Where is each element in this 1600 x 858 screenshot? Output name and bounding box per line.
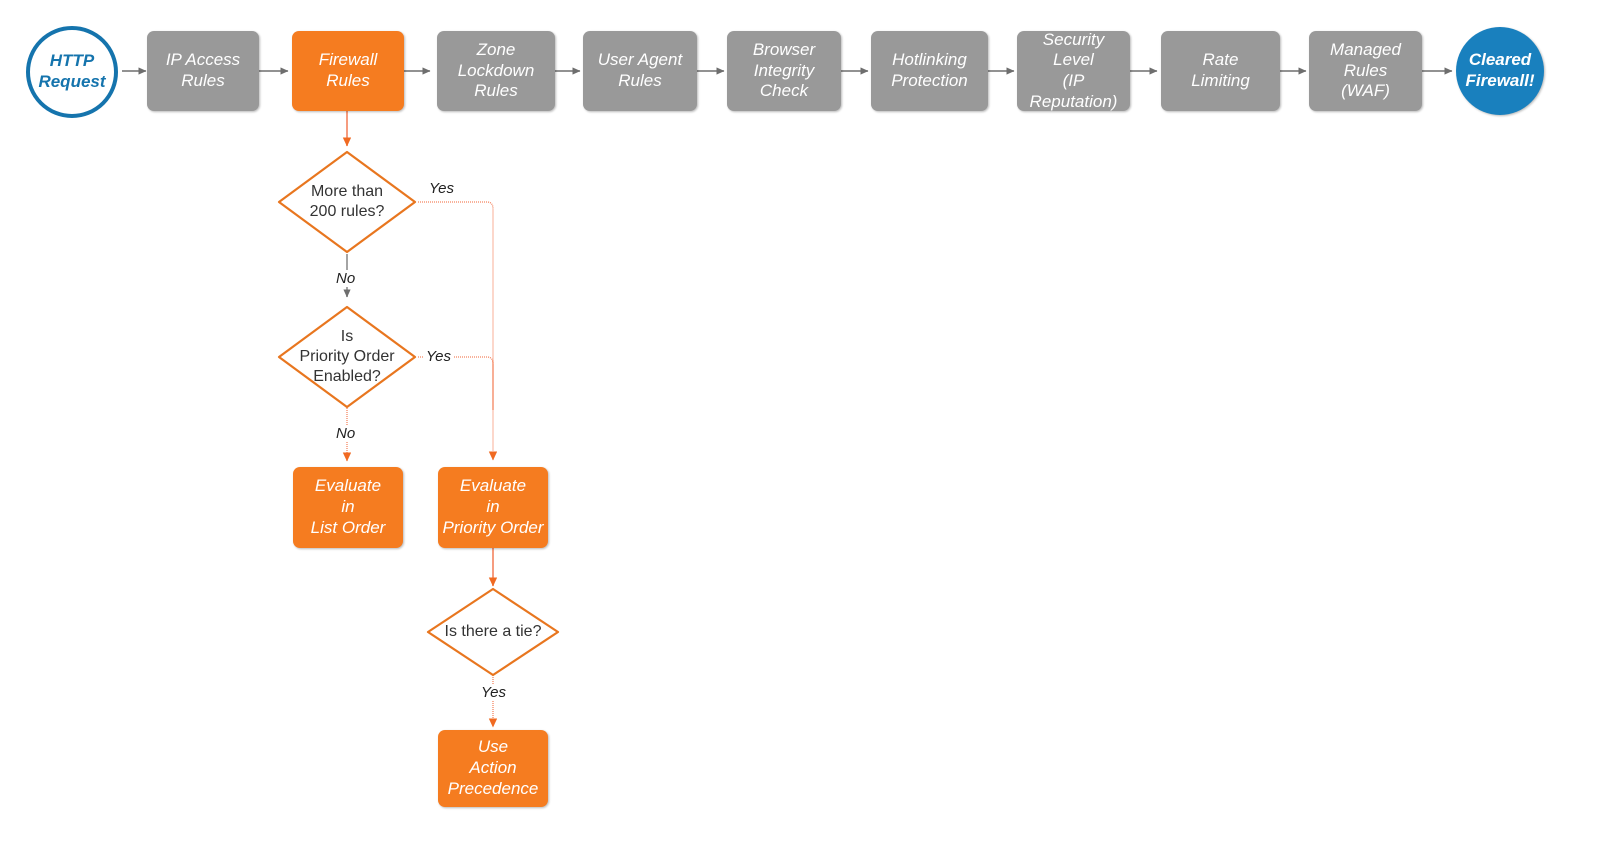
node-label: IP Access Rules: [165, 50, 241, 90]
node-label: Evaluate in Priority Order: [442, 476, 544, 537]
decision-label: Is Priority Order Enabled?: [299, 328, 395, 385]
diamond-shape: [277, 150, 417, 254]
node-cleared-firewall[interactable]: Cleared Firewall!: [1456, 27, 1544, 115]
edge-label-yes-priority-order: Yes: [424, 348, 454, 365]
node-label: Zone Lockdown Rules: [457, 39, 535, 101]
node-evaluate-priority-order[interactable]: Evaluate in Priority Order: [438, 467, 548, 548]
edge-200rules-yes: [418, 201, 498, 461]
node-security-level[interactable]: Security Level (IP Reputation): [1017, 29, 1130, 111]
node-label: Browser Integrity Check: [752, 39, 816, 101]
decision-is-there-a-tie[interactable]: Is there a tie?: [426, 587, 560, 677]
node-ip-access-rules[interactable]: IP Access Rules: [147, 31, 259, 111]
decision-label: More than 200 rules?: [309, 183, 385, 220]
node-firewall-rules[interactable]: Firewall Rules: [292, 31, 404, 111]
node-use-action-precedence[interactable]: Use Action Precedence: [438, 730, 548, 807]
node-label: User Agent Rules: [597, 50, 683, 90]
edge-label-yes-more-than-200: Yes: [427, 180, 457, 197]
node-label: HTTP Request: [38, 51, 106, 91]
node-label: Security Level (IP Reputation): [1029, 29, 1118, 111]
diamond-shape: [426, 587, 560, 677]
edge-label-yes-is-there-a-tie: Yes: [479, 684, 509, 701]
node-managed-rules-waf[interactable]: Managed Rules (WAF): [1309, 31, 1422, 111]
node-label: Evaluate in List Order: [310, 476, 386, 537]
decision-label: Is there a tie?: [444, 623, 542, 641]
decision-more-than-200-rules[interactable]: More than 200 rules?: [277, 150, 417, 254]
edge-label-no-more-than-200: No: [334, 270, 358, 287]
node-label: Cleared Firewall!: [1465, 50, 1535, 90]
node-hotlinking-protection[interactable]: Hotlinking Protection: [871, 31, 988, 111]
node-browser-integrity-check[interactable]: Browser Integrity Check: [727, 31, 841, 111]
node-rate-limiting[interactable]: Rate Limiting: [1161, 31, 1280, 111]
node-label: Hotlinking Protection: [891, 50, 968, 90]
node-label: Use Action Precedence: [447, 737, 539, 798]
node-user-agent-rules[interactable]: User Agent Rules: [583, 31, 697, 111]
node-zone-lockdown-rules[interactable]: Zone Lockdown Rules: [437, 31, 555, 111]
node-label: Firewall Rules: [318, 50, 378, 90]
node-label: Rate Limiting: [1191, 50, 1250, 90]
decision-priority-order-enabled[interactable]: Is Priority Order Enabled?: [277, 305, 417, 409]
node-http-request[interactable]: HTTP Request: [26, 26, 118, 118]
node-evaluate-list-order[interactable]: Evaluate in List Order: [293, 467, 403, 548]
node-label: Managed Rules (WAF): [1330, 39, 1401, 101]
diamond-shape: [277, 305, 417, 409]
edge-label-no-priority-order: No: [334, 425, 358, 442]
